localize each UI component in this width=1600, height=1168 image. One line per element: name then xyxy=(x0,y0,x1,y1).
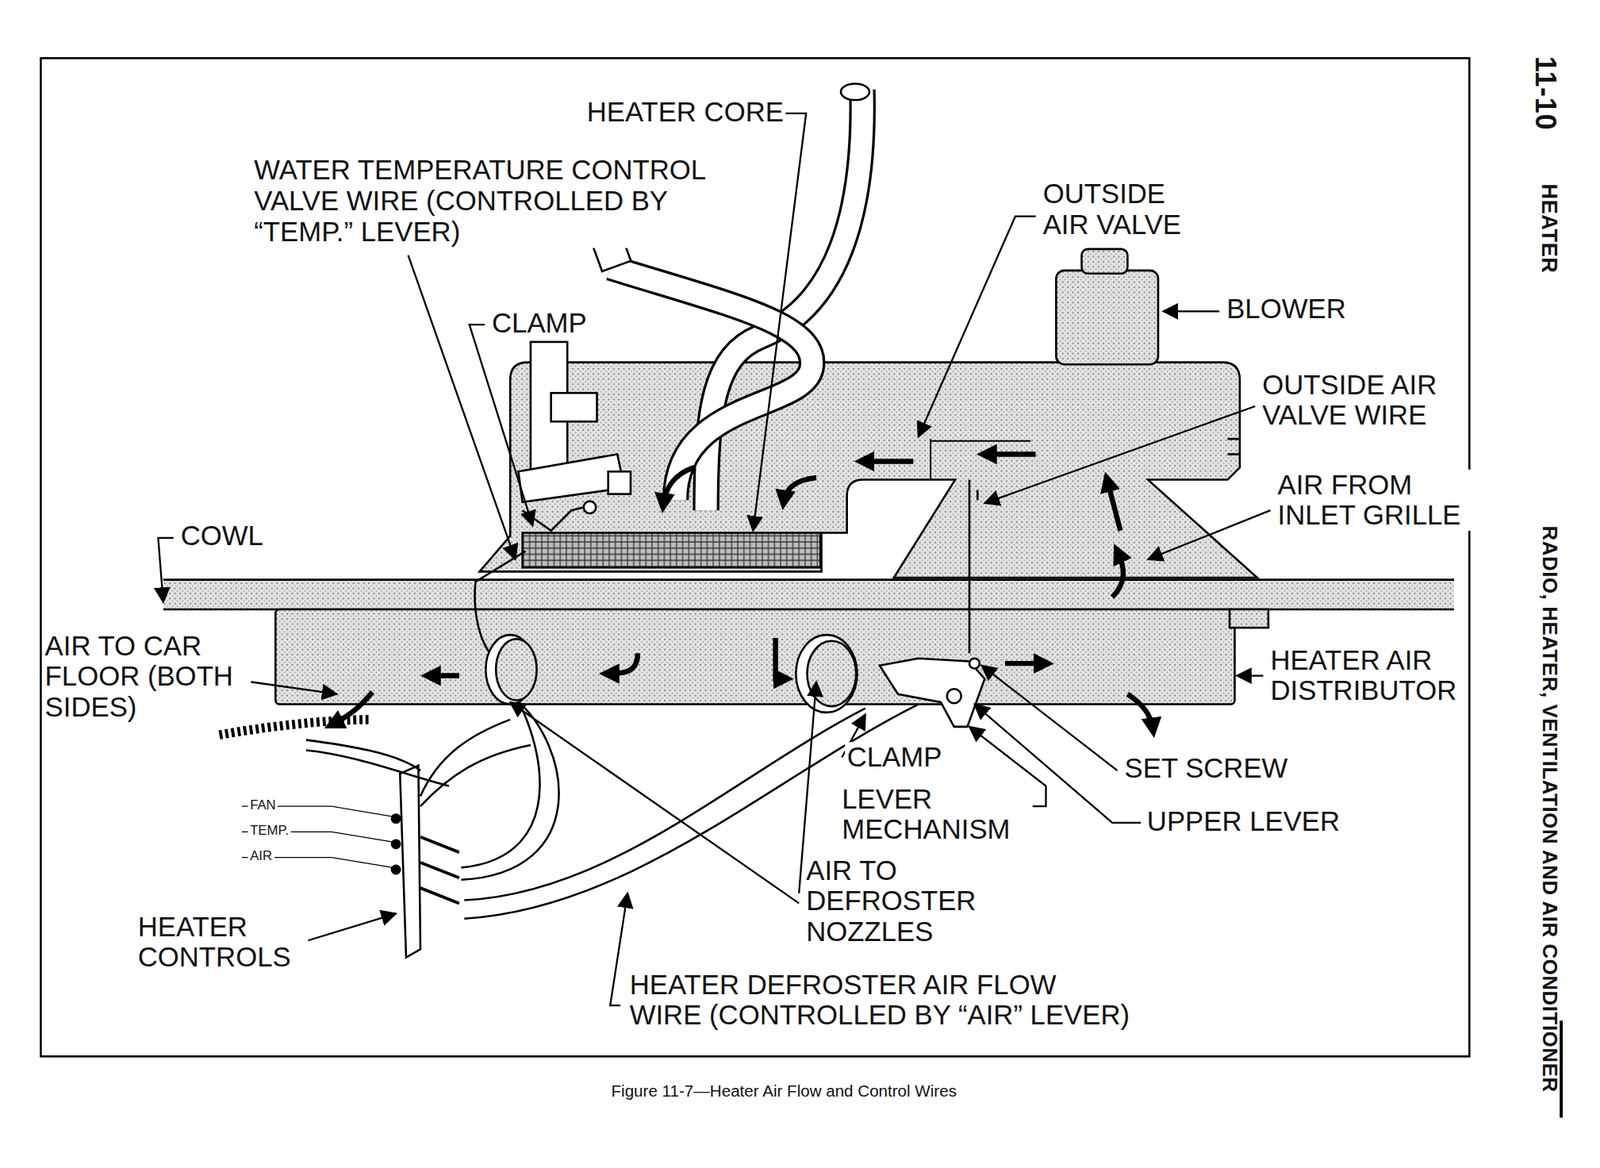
heater-housing xyxy=(479,362,1258,578)
part-label: CLAMP xyxy=(844,741,944,773)
water-valve xyxy=(608,471,631,494)
air-flow-arrows xyxy=(331,691,373,725)
lever-mechanism xyxy=(879,658,985,727)
part-label: WATER TEMPERATURE CONTROL VALVE WIRE (CO… xyxy=(252,155,726,249)
leader-lines xyxy=(918,216,1036,438)
control-knob-label: TEMP. xyxy=(248,823,292,839)
part-label: SET SCREW xyxy=(1122,752,1290,784)
air-flow-arrows xyxy=(783,477,817,503)
leader-lines xyxy=(981,665,1117,771)
heater-controls xyxy=(420,836,460,904)
part-label: HEATER DEFROSTER AIR FLOW WIRE (CONTROLL… xyxy=(627,969,1136,1032)
leader-lines xyxy=(306,913,396,941)
heater-controls xyxy=(391,814,400,823)
air-flow-arrows xyxy=(606,652,638,674)
water-valve xyxy=(583,501,596,514)
air-flow-arrows xyxy=(1107,479,1121,531)
chapter-title: RADIO, HEATER, VENTILATION AND AIR CONDI… xyxy=(1538,525,1562,1092)
air-flow-arrows xyxy=(1005,660,1046,666)
section-name: HEATER xyxy=(1537,184,1562,274)
heater-housing xyxy=(479,362,1258,578)
heater-air-distributor xyxy=(275,609,1235,705)
part-label: OUTSIDE AIR VALVE xyxy=(1040,178,1209,241)
heater-air-distributor xyxy=(275,609,1269,705)
water-valve xyxy=(517,341,630,531)
heater-housing xyxy=(1227,437,1240,441)
heater-housing xyxy=(1227,452,1240,456)
leader-lines xyxy=(242,680,337,695)
part-label: AIR TO DEFROSTER NOZZLES xyxy=(804,855,984,948)
part-label: UPPER LEVER xyxy=(1144,805,1342,837)
blower xyxy=(1055,249,1159,365)
figure-caption: Figure 11-7—Heater Air Flow and Control … xyxy=(611,1082,957,1101)
part-label: COWL xyxy=(178,520,265,552)
heater-controls xyxy=(399,765,421,958)
heater-controls xyxy=(306,740,449,787)
heater-controls xyxy=(420,719,531,806)
control-wires xyxy=(976,489,979,500)
cowl xyxy=(163,579,1455,610)
defroster-nozzles xyxy=(495,638,537,700)
heater-controls xyxy=(391,865,400,874)
part-label: OUTSIDE AIR VALVE WIRE xyxy=(1260,369,1454,432)
cowl xyxy=(163,579,1455,610)
part-label: BLOWER xyxy=(1224,293,1349,325)
leader-lines xyxy=(469,324,534,526)
leader-lines xyxy=(408,255,516,560)
air-flow-arrows xyxy=(1112,551,1124,598)
leader-lines xyxy=(1236,674,1263,676)
control-wires xyxy=(968,479,971,654)
part-label: CLAMP xyxy=(489,307,589,339)
heater-housing xyxy=(929,438,932,480)
leader-lines xyxy=(1162,310,1220,312)
part-label: HEATER AIR DISTRIBUTOR xyxy=(1268,644,1467,707)
control-knob-label: AIR xyxy=(248,848,275,864)
leader-lines xyxy=(510,702,799,903)
control-knob-label: FAN xyxy=(248,798,279,814)
air-flow-arrows xyxy=(331,453,1154,730)
blower xyxy=(1082,249,1129,274)
heater-housing xyxy=(930,440,1031,442)
frame xyxy=(40,57,1562,1117)
air-flow-arrows xyxy=(984,451,1036,457)
heater-core xyxy=(522,532,822,568)
hoses xyxy=(587,83,870,511)
heater-core xyxy=(522,532,822,568)
hoses xyxy=(840,83,870,100)
air-flow-arrows xyxy=(663,467,695,506)
heater-air-distributor xyxy=(1229,609,1269,628)
air-flow-arrows xyxy=(862,458,914,464)
air-flow-arrows xyxy=(1127,694,1153,730)
leader-lines xyxy=(984,406,1255,503)
heater-controls xyxy=(331,805,393,868)
part-label: LEVER MECHANISM xyxy=(840,783,1020,846)
lever-mechanism xyxy=(969,658,980,669)
page-number: 11-10 xyxy=(1529,56,1562,131)
frame xyxy=(40,57,1470,1056)
control-wires xyxy=(460,551,540,868)
cowl xyxy=(163,578,1455,581)
leader-lines xyxy=(752,113,806,531)
part-label: HEATER CORE xyxy=(584,96,786,128)
part-label: HEATER CONTROLS xyxy=(135,911,308,974)
heater-controls xyxy=(391,840,400,848)
air-flow-arrows xyxy=(775,637,787,679)
control-wires xyxy=(460,479,978,919)
leader-lines xyxy=(157,537,173,603)
water-valve xyxy=(551,392,598,422)
air-flow-arrows xyxy=(428,672,460,678)
part-label: AIR TO CAR FLOOR (BOTH SIDES) xyxy=(42,630,251,724)
part-label: AIR FROM INLET GRILLE xyxy=(1275,469,1474,532)
leader-lines xyxy=(1147,510,1271,560)
defroster-nozzles xyxy=(795,634,857,713)
lever-mechanism xyxy=(879,658,985,727)
leader-lines xyxy=(157,113,1271,1006)
defroster-nozzles xyxy=(485,634,857,713)
leader-lines xyxy=(610,893,628,1006)
blower xyxy=(1055,270,1159,365)
lever-mechanism xyxy=(947,688,962,703)
water-valve xyxy=(522,505,592,531)
